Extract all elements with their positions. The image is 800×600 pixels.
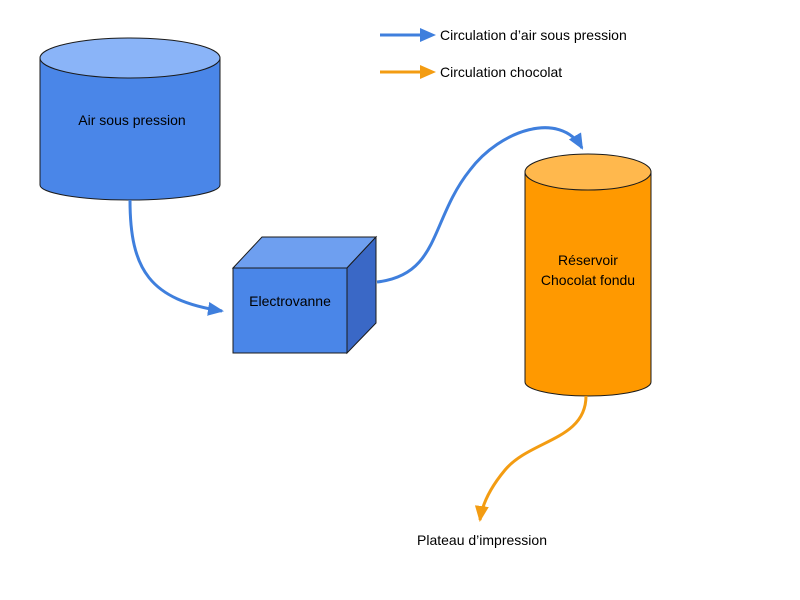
legend: Circulation d’air sous pression Circulat…: [380, 27, 627, 80]
air-flow-tank-to-valve: [128, 199, 224, 316]
air-tank-label: Air sous pression: [78, 112, 185, 128]
legend-air-label: Circulation d’air sous pression: [440, 27, 627, 43]
cube-front-face: [232, 267, 348, 354]
reservoir-top: [524, 153, 652, 191]
legend-air-arrowhead: [420, 28, 436, 42]
reservoir-label-line2: Chocolat fondu: [541, 272, 635, 288]
legend-chocolate-label: Circulation chocolat: [440, 64, 562, 80]
air-tank-top: [39, 37, 221, 79]
chocolate-flow-to-plate: [474, 395, 588, 522]
legend-chocolate-arrowhead: [420, 65, 436, 79]
air-tank: Air sous pression: [39, 37, 221, 201]
air-flow-valve-to-reservoir: [376, 126, 584, 284]
electrovanne-label: Electrovanne: [249, 293, 331, 309]
electrovanne-cube: Electrovanne: [231, 235, 378, 355]
chocolate-reservoir: Réservoir Chocolat fondu: [524, 153, 652, 397]
reservoir-label-line1: Réservoir: [558, 252, 618, 268]
plate-label: Plateau d’impression: [417, 532, 547, 548]
